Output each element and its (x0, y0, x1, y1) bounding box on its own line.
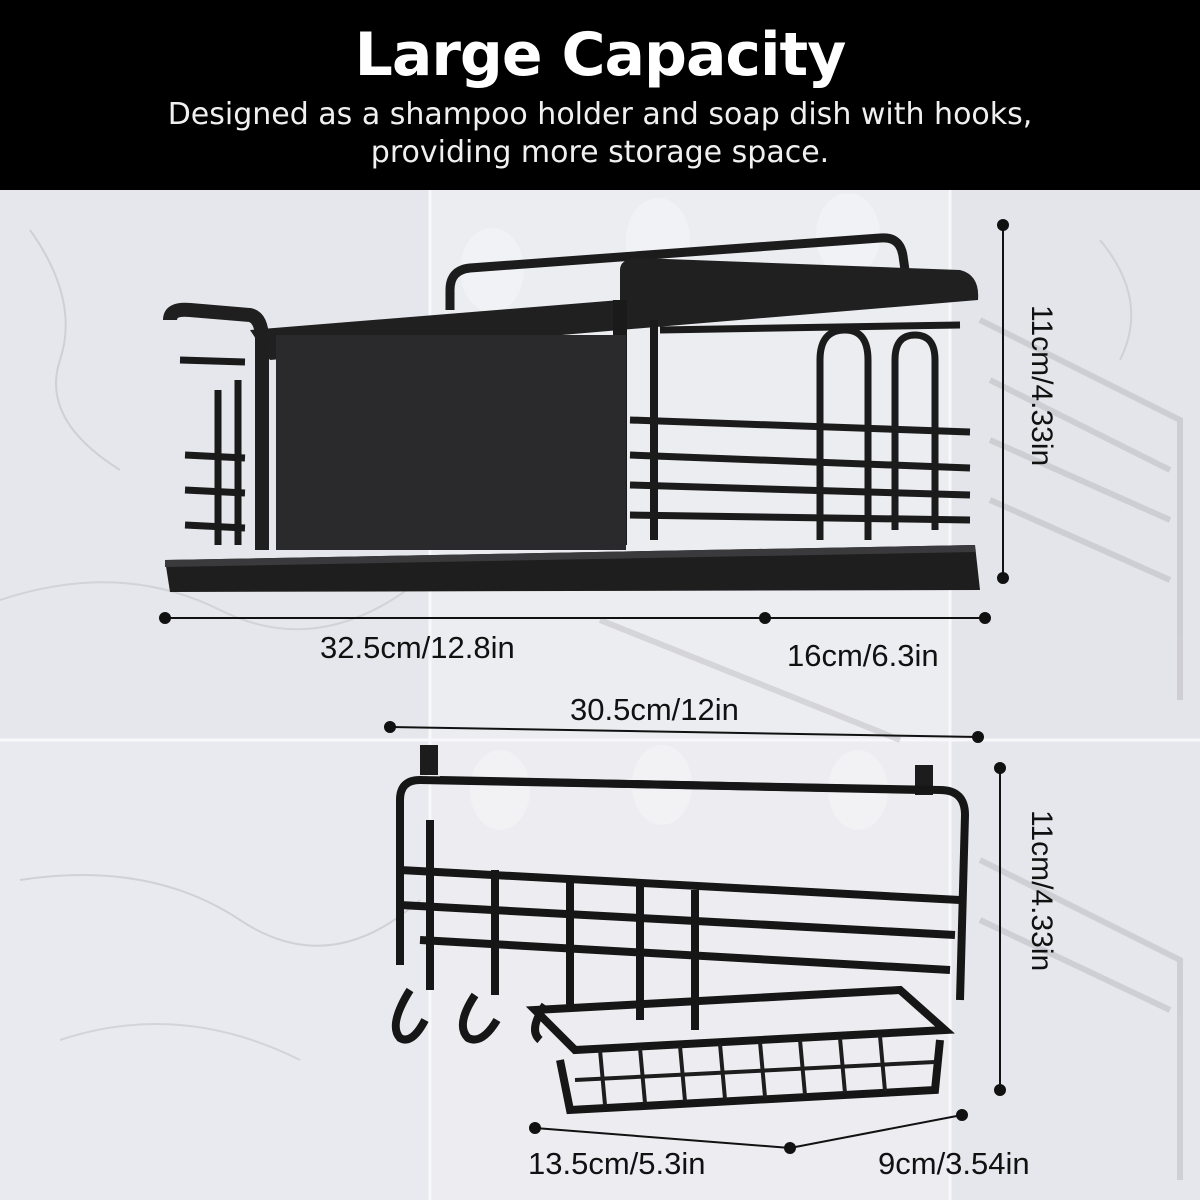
top-rack-depth-label: 16cm/6.3in (787, 638, 939, 673)
header-banner: Large Capacity Designed as a shampoo hol… (0, 0, 1200, 190)
hook-rack (391, 745, 970, 1115)
headline: Large Capacity (354, 20, 847, 90)
rack-shadow (598, 317, 1183, 1180)
basket-depth-label: 9cm/3.54in (878, 1146, 1030, 1181)
dimension-lines (159, 219, 1009, 1154)
shampoo-rack (163, 193, 980, 592)
subtitle-line-2: providing more storage space. (370, 135, 830, 170)
top-rack-height-label: 11cm/4.33in (1025, 305, 1058, 467)
product-illustration (0, 190, 1200, 1200)
subtitle-line-1: Designed as a shampoo holder and soap di… (167, 97, 1033, 132)
bottom-rack-height-label: 11cm/4.33in (1025, 810, 1058, 972)
top-rack-width-label: 32.5cm/12.8in (320, 630, 515, 665)
basket-width-label: 13.5cm/5.3in (528, 1146, 706, 1181)
bottom-rack-width-label: 30.5cm/12in (570, 692, 739, 727)
